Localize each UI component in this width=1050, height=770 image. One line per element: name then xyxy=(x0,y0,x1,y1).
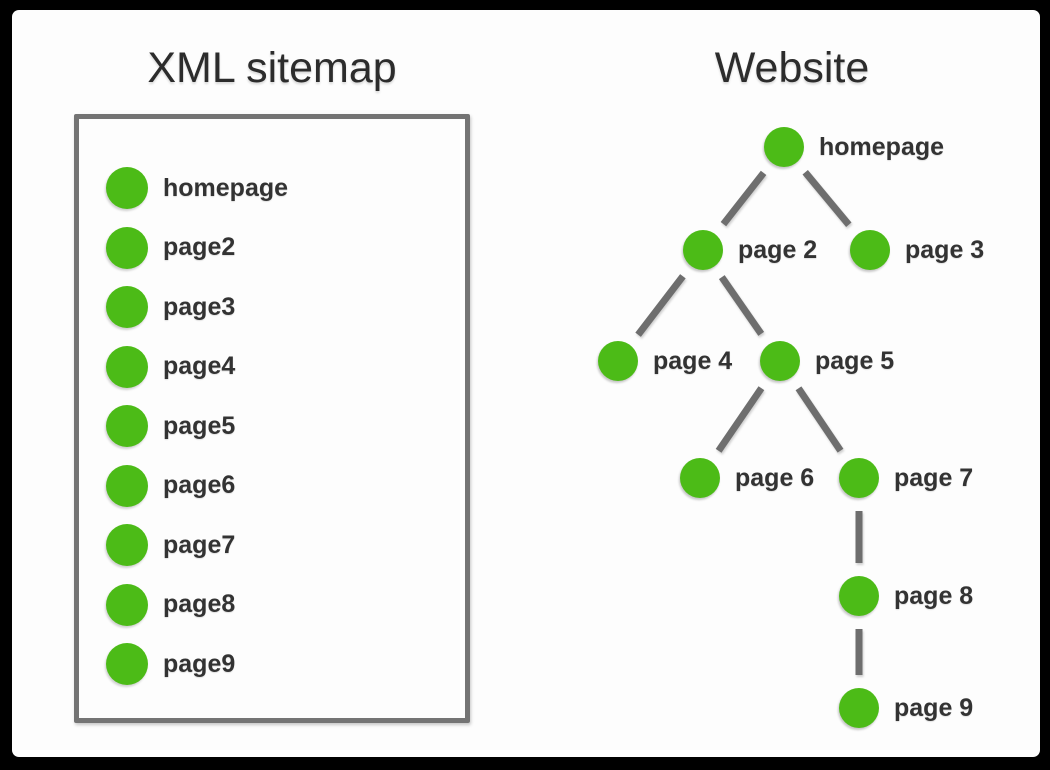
page-dot-icon xyxy=(106,286,148,328)
diagram-canvas: XML sitemap Website homepage page2 page3 pa… xyxy=(12,10,1040,757)
page-dot-icon xyxy=(106,167,148,209)
tree-edge-page2-page5 xyxy=(718,275,765,336)
page-dot-icon xyxy=(106,226,148,269)
tree-node-circle-page7 xyxy=(839,458,879,498)
tree-node-label-page2: page 2 xyxy=(738,236,818,264)
tree-node-circle-page4 xyxy=(598,341,638,381)
tree-node-circle-page2 xyxy=(683,230,723,270)
tree-node-circle-page8 xyxy=(839,576,879,616)
tree-node-circle-homepage xyxy=(764,127,804,167)
tree-node-label-page5: page 5 xyxy=(815,347,895,375)
sitemap-item-label: page5 xyxy=(163,411,236,440)
sitemap-item-label: page6 xyxy=(163,471,236,499)
sitemap-list-item: page5 xyxy=(106,405,235,447)
tree-edge-homepage-page2 xyxy=(720,170,767,227)
tree-node-circle-page3 xyxy=(850,230,890,270)
tree-node-circle-page6 xyxy=(680,458,720,498)
tree-edge-page5-page6 xyxy=(715,386,765,453)
sitemap-list-item: page7 xyxy=(106,524,235,566)
page-dot-icon xyxy=(106,643,148,685)
sitemap-list-item: page3 xyxy=(106,286,235,328)
xml-sitemap-title: XML sitemap xyxy=(147,44,397,92)
sitemap-item-label: page3 xyxy=(163,292,236,321)
tree-node-circle-page5 xyxy=(760,341,800,381)
sitemap-list-item: page2 xyxy=(106,226,236,269)
sitemap-list-item: page6 xyxy=(106,464,236,507)
sitemap-item-label: page2 xyxy=(163,233,236,261)
tree-node-label-page4: page 4 xyxy=(653,347,733,375)
sitemap-list-item: homepage xyxy=(106,167,288,209)
tree-node-label-page8: page 8 xyxy=(894,582,974,610)
tree-node-label-page7: page 7 xyxy=(894,464,974,492)
sitemap-item-label: page8 xyxy=(163,590,236,618)
diagram-stage: XML sitemap Website homepage page2 page3 pa… xyxy=(12,10,1040,757)
sitemap-item-label: page7 xyxy=(163,530,236,559)
sitemap-item-label: homepage xyxy=(163,173,289,202)
tree-node-label-homepage: homepage xyxy=(819,133,945,161)
sitemap-list-item: page4 xyxy=(106,345,236,388)
tree-node-label-page3: page 3 xyxy=(905,236,985,264)
sitemap-item-label: page4 xyxy=(163,352,236,380)
sitemap-box xyxy=(74,114,470,723)
website-title: Website xyxy=(714,44,870,92)
tree-node-circle-page9 xyxy=(839,688,879,728)
page-dot-icon xyxy=(106,405,148,447)
tree-edge-page5-page7 xyxy=(795,386,844,453)
tree-node-label-page6: page 6 xyxy=(735,464,815,492)
tree-edge-page2-page4 xyxy=(635,274,686,337)
page-dot-icon xyxy=(106,345,148,388)
page-dot-icon xyxy=(106,583,148,626)
sitemap-item-label: page9 xyxy=(163,649,236,678)
tree-node-label-page9: page 9 xyxy=(894,694,974,722)
page-dot-icon xyxy=(106,524,148,566)
sitemap-list-item: page9 xyxy=(106,643,235,685)
tree-edge-homepage-page3 xyxy=(802,170,852,227)
page-dot-icon xyxy=(106,464,148,507)
tree-edges xyxy=(635,170,863,675)
sitemap-list-item: page8 xyxy=(106,583,236,626)
